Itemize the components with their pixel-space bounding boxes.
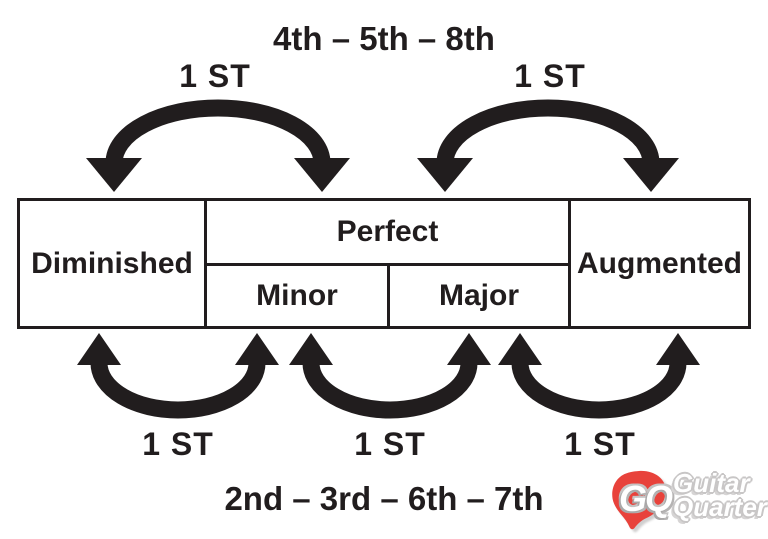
cell-augmented: Augmented — [568, 201, 748, 326]
logo-brand-name: Guitar Quarter — [673, 468, 767, 522]
cell-perfect: Perfect — [207, 201, 568, 266]
logo-name-line1: Guitar — [673, 468, 750, 498]
st-label-bottom-middle: 1 ST — [354, 426, 426, 462]
st-label-top-right: 1 ST — [514, 58, 586, 94]
top-heading: 4th – 5th – 8th — [273, 20, 495, 57]
bottom-left-arc-arrow — [77, 333, 279, 419]
logo-name-line2: Quarter — [673, 492, 767, 522]
cell-minor: Minor — [207, 266, 390, 326]
top-right-arc-arrow — [417, 99, 679, 192]
guitar-quarter-logo: GQ Guitar Quarter — [596, 460, 768, 539]
cell-major: Major — [438, 279, 519, 312]
logo-monogram: GQ — [618, 478, 673, 519]
st-label-top-left: 1 ST — [179, 58, 251, 94]
logo-pick-badge — [612, 470, 667, 530]
st-label-bottom-right: 1 ST — [564, 426, 636, 462]
bottom-right-arc-arrow — [498, 333, 700, 419]
st-label-bottom-left: 1 ST — [142, 426, 214, 462]
bottom-middle-arc-arrow — [289, 333, 491, 419]
bottom-heading: 2nd – 3rd – 6th – 7th — [224, 480, 544, 517]
cell-diminished: Diminished — [20, 201, 207, 326]
top-left-arc-arrow — [86, 99, 350, 192]
interval-quality-table: Diminished Perfect Minor Major Augmented — [17, 198, 751, 329]
